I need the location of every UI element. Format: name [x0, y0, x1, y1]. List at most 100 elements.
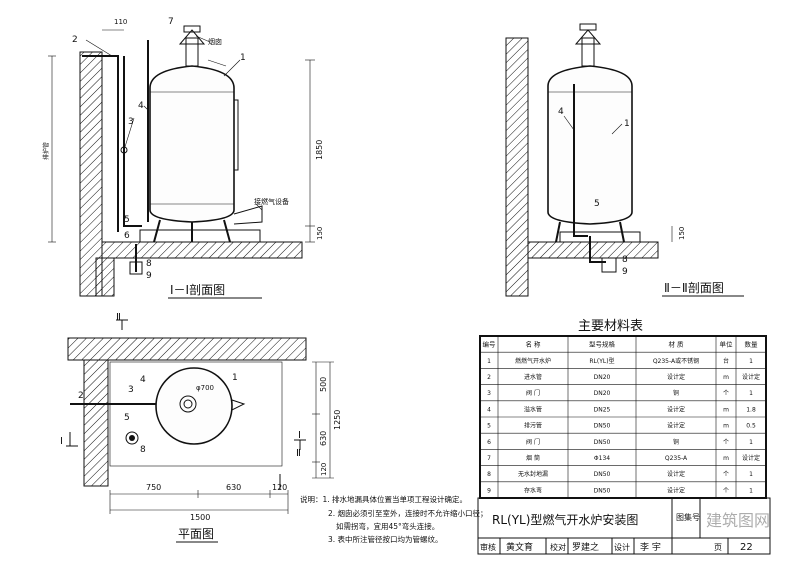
plan-callout-8: 8	[140, 445, 146, 455]
table-cell: Q235-A或不锈钢	[653, 357, 699, 365]
tb-check-label: 校对	[550, 542, 566, 552]
callout-6: 6	[124, 231, 130, 241]
tb-check-name: 罗建之	[572, 541, 599, 553]
plan-drawing: Ⅱ Ⅰ Ⅱ Ⅰ 1 2 3 4 5 8 φ700 750 630 120 150…	[60, 312, 342, 543]
table-cell: 溢水管	[524, 405, 542, 413]
tank-body-2	[547, 65, 633, 225]
table-cell: 无水封地漏	[518, 470, 548, 478]
dim-1250: 1250	[333, 410, 342, 430]
wall-left	[79, 51, 103, 297]
table-cell: 个	[723, 390, 729, 397]
callout-9: 9	[146, 271, 152, 281]
table-cell: 3	[487, 390, 491, 397]
table-cell: DN50	[594, 439, 611, 446]
table-cell: 1	[487, 358, 491, 365]
tb-review-name: 黄文育	[506, 541, 533, 553]
callout-7: 7	[168, 17, 174, 27]
label-chimney: 烟囱	[208, 37, 222, 46]
note-4: 3. 表中所注管径按口均为管螺纹。	[328, 534, 443, 544]
table-cell: 铜	[673, 389, 679, 397]
table-header-cell: 材 质	[668, 340, 684, 349]
floor-slab	[101, 241, 303, 259]
chimney	[185, 37, 199, 67]
table-cell: 设计定	[667, 405, 685, 413]
callout-2-4: 4	[558, 107, 564, 117]
table-cell: 设计定	[667, 486, 685, 494]
table-cell: 烟 筒	[526, 454, 540, 462]
plan-title: 平面图	[178, 527, 214, 541]
table-header-cell: 编号	[483, 340, 497, 349]
table-cell: 1.8	[746, 406, 756, 413]
table-cell: 阀 门	[526, 389, 540, 397]
table-cell: 9	[487, 487, 491, 494]
table-cell: 1	[749, 439, 753, 446]
table-cell: 设计定	[667, 422, 685, 430]
callout-2: 2	[72, 35, 78, 45]
watermark: 建筑图网	[706, 511, 770, 530]
dim-750: 750	[146, 483, 161, 492]
table-header-cell: 型号规格	[589, 340, 616, 349]
table-cell: 设计定	[742, 454, 760, 462]
table-cell: 2	[487, 374, 491, 381]
plan-tank	[155, 367, 233, 445]
table-cell: 存水弯	[524, 486, 542, 494]
table-cell: 台	[723, 357, 729, 365]
callout-4: 4	[138, 101, 144, 111]
table-cell: 1	[749, 487, 753, 494]
table-cell: 0.5	[746, 423, 756, 430]
table-cell: DN20	[594, 390, 611, 397]
callout-1: 1	[240, 53, 246, 63]
table-cell: m	[723, 455, 729, 462]
table-cell: 阀 门	[526, 438, 540, 446]
note-2: 2. 烟囱必须引至室外，连接时不允许缩小口径；	[328, 508, 488, 518]
table-cell: 1	[749, 471, 753, 478]
dim-110: 110	[114, 18, 127, 26]
table-title: 主要材料表	[578, 319, 643, 334]
plan-room-outline	[109, 361, 283, 467]
overflow-pipe-2	[573, 84, 588, 237]
table-header-cell: 数量	[745, 340, 759, 349]
note-3: 如需拐弯，宜用45°弯头连接。	[336, 521, 439, 531]
table-cell: 个	[723, 471, 729, 478]
callout-2-8: 8	[622, 255, 628, 265]
table-cell: DN50	[594, 423, 611, 430]
tb-side-label: 图集号	[676, 512, 700, 522]
plan-floor-drain	[125, 431, 139, 445]
plan-dia: φ700	[196, 384, 214, 392]
callout-5: 5	[124, 215, 130, 225]
wall-right	[505, 37, 529, 297]
section-2-title: Ⅱ－Ⅱ剖面图	[664, 281, 724, 295]
mark-I-right: Ⅰ	[298, 430, 301, 441]
table-cell: RL(YL)型	[589, 357, 614, 365]
table-cell: Φ134	[594, 455, 610, 462]
callout-2-5: 5	[594, 199, 600, 209]
mark-II-bottom: Ⅱ	[296, 448, 301, 459]
table-cell: 个	[723, 439, 729, 446]
section-1-drawing: 2 1 7 3 4 5 6 8 9 110 1850 150 烟囱 接燃气设备 …	[42, 17, 324, 299]
floor-slab-2	[527, 241, 659, 259]
plan-wall-left	[83, 359, 109, 487]
table-header-cell: 名 称	[525, 340, 541, 349]
callout-8: 8	[146, 259, 152, 269]
table-cell: 铜	[673, 438, 679, 446]
plan-callout-2: 2	[78, 391, 84, 401]
table-cell: 个	[723, 487, 729, 494]
dim-150-2: 150	[678, 227, 686, 240]
tb-design-label: 设计	[614, 542, 630, 552]
tb-design-name: 李 宇	[640, 541, 661, 553]
plan-callout-4: 4	[140, 375, 146, 385]
table-cell: m	[723, 423, 729, 430]
table-cell: 燃燃气开水炉	[515, 357, 551, 365]
floor-support	[95, 257, 115, 297]
title-block: RL(YL)型燃气开水炉安装图 审核 黄文育 校对 罗建之 设计 李 宇 图集号…	[477, 497, 771, 555]
table-cell: 1	[749, 390, 753, 397]
section-1-title: Ⅰ－Ⅰ剖面图	[170, 283, 225, 297]
gas-burner	[233, 205, 263, 225]
tank-body	[149, 65, 235, 223]
plan-callout-3: 3	[128, 385, 134, 395]
tb-page-no: 22	[740, 542, 753, 553]
plan-wall-top	[67, 337, 307, 361]
callout-2-1: 1	[624, 119, 630, 129]
plan-callout-1: 1	[232, 373, 238, 383]
